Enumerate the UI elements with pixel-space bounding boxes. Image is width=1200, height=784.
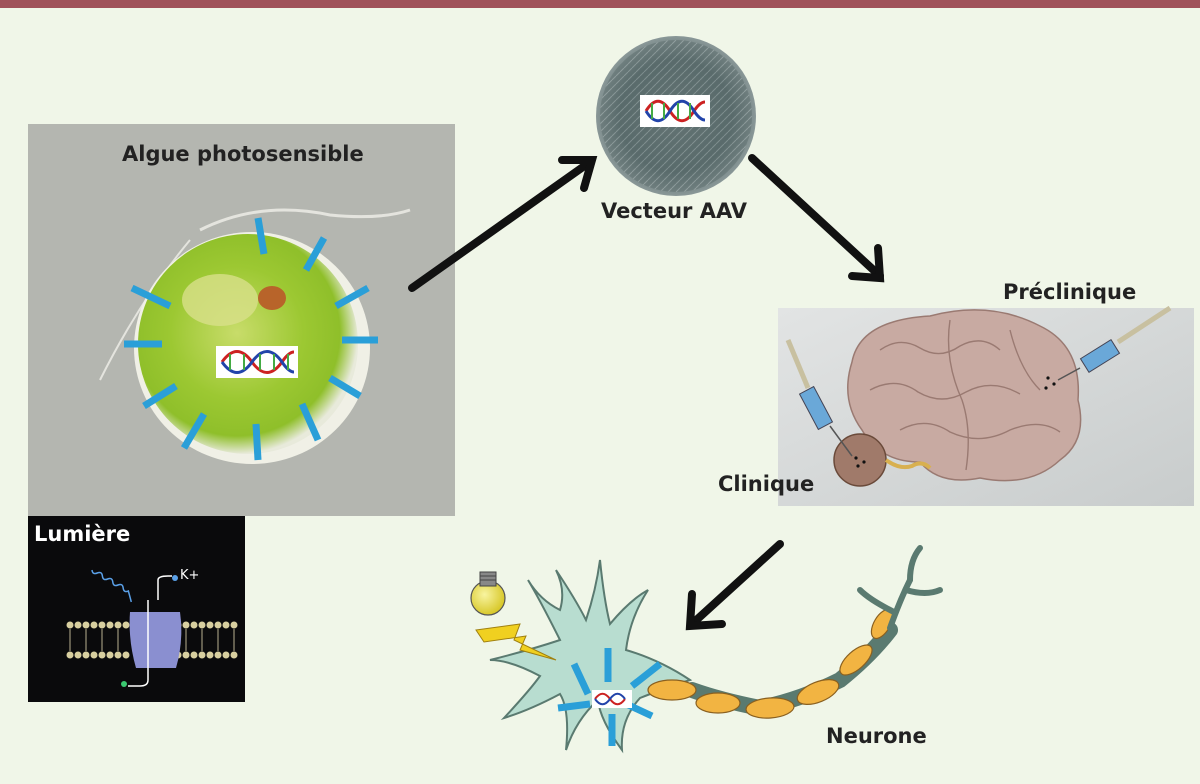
algae-granules xyxy=(182,274,258,326)
neuron-label: Neurone xyxy=(826,724,927,748)
brain-panel xyxy=(778,305,1194,506)
arrow-vector-to-brain xyxy=(748,154,885,283)
potassium-ion xyxy=(172,575,178,581)
inset-background xyxy=(28,516,245,702)
arrow-algae-to-vector xyxy=(408,156,598,292)
ion-channel-protein xyxy=(129,612,182,668)
lightning-icon xyxy=(475,623,557,661)
arrow-brain-to-neuron xyxy=(685,540,784,631)
clinical-label: Clinique xyxy=(718,472,815,496)
syringe-icon xyxy=(1057,305,1172,381)
lipid-bilayer xyxy=(66,621,238,659)
light-channel-inset xyxy=(28,516,245,702)
rhodopsin-ticks xyxy=(124,217,378,461)
algae-eyespot xyxy=(258,286,286,310)
aav-vector xyxy=(596,36,756,196)
algae-label: Algue photosensible xyxy=(122,142,364,166)
light-label: Lumière xyxy=(34,522,131,546)
ion-dot xyxy=(121,681,127,687)
photon-wave-icon xyxy=(91,569,133,603)
myelin-sheath xyxy=(647,608,894,719)
vector-label: Vecteur AAV xyxy=(601,199,748,223)
dna-helix-icon xyxy=(216,346,298,378)
axon-terminal xyxy=(857,545,943,631)
algae-panel xyxy=(28,124,455,516)
syringe-icon xyxy=(785,339,853,457)
light-bulb-icon xyxy=(470,571,506,616)
flow-arrows xyxy=(408,154,885,631)
top-frame-bar xyxy=(0,0,1200,8)
ion-label: K+ xyxy=(180,568,200,583)
neuron-soma xyxy=(489,559,693,754)
preclinical-label: Préclinique xyxy=(1003,280,1137,304)
dna-helix-icon xyxy=(640,95,710,127)
dna-helix-icon xyxy=(592,690,632,708)
optic-nerve xyxy=(884,458,932,470)
channel-flow-arrow xyxy=(157,575,172,600)
algae-cell xyxy=(138,234,358,454)
channel-flow-arrow xyxy=(128,679,149,687)
neuron xyxy=(489,545,943,754)
algae-flagellum xyxy=(199,208,411,232)
